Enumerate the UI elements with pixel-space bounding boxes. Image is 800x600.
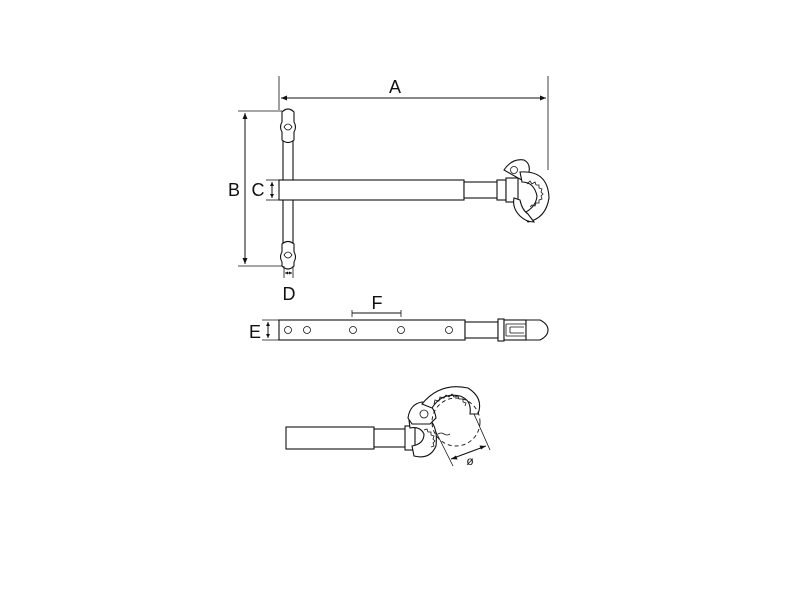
shaft-collar [496,179,507,201]
handle-tube [278,179,465,201]
hole [303,326,311,334]
pivot-pin [419,409,429,419]
label-a: A [389,77,401,97]
label-d: D [283,284,296,304]
label-diameter: ø [466,454,474,468]
label-c: C [252,180,265,200]
dimension-c: C [252,179,280,201]
hole [349,326,357,334]
hole [445,326,453,334]
detail-view: ø [285,386,491,468]
side-tube [278,319,466,341]
dimension-e: E [249,319,280,342]
dimension-d: D [283,266,296,304]
side-view: E F [249,293,549,342]
dimension-a: A [278,76,549,170]
hole [397,326,405,334]
detail-shaft [373,428,407,448]
jaw-head [503,159,550,223]
dimension-b: B [228,110,282,267]
pipe-outline [431,397,481,447]
hole [284,326,292,334]
side-jaw-body [503,319,527,341]
label-e: E [249,322,261,342]
detail-lower-jaw [408,419,437,458]
dimension-diameter: ø [435,413,491,468]
shaft [463,181,499,199]
label-b: B [228,180,240,200]
dimension-f: F [351,293,402,317]
label-f: F [372,293,383,313]
detail-tube [285,426,375,450]
top-view: A B C D [228,76,550,304]
side-shaft [464,321,499,339]
